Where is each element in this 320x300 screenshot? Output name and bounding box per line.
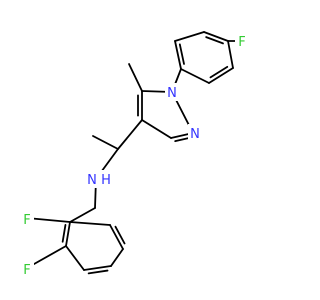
molecule-structure: F N N N H F F: [20, 31, 249, 278]
bond-b2-b3: [65, 245, 85, 271]
bond-a6-a1-double: [178, 43, 185, 65]
atom-f-bot2: F: [23, 263, 30, 278]
bond-a2-a3: [203, 31, 229, 42]
atom-n1: N: [167, 86, 177, 101]
bond-c5-ch3: [128, 63, 143, 92]
bond-a3-a4: [227, 40, 234, 69]
bond-b3-b4-double: [87, 269, 109, 275]
atom-f-bot1-bg: [20, 210, 34, 227]
bond-b1-b2-double: [61, 224, 67, 243]
molecule-svg: F N N N H F F: [20, 31, 249, 278]
bond-b1-fb1: [26, 217, 71, 223]
bond-b5-b6: [109, 224, 124, 250]
atom-f-top-bg: [235, 33, 249, 49]
atom-h: H: [101, 173, 111, 188]
bond-a4-a5: [208, 67, 234, 84]
atom-label-layer: F N N N H F F: [20, 33, 249, 278]
bond-c4-c1: [117, 119, 143, 150]
bond-a1-a2: [174, 31, 205, 42]
bond-c1-me: [92, 135, 119, 150]
atom-f-bot2-bg: [20, 260, 34, 277]
atom-n2-bg: [188, 124, 202, 142]
bond-b6-b1: [69, 221, 111, 226]
atom-n2: N: [190, 127, 200, 142]
atom-nh: N: [87, 173, 97, 188]
bond-a2-a3-double: [205, 36, 224, 45]
bond-b4-b5: [110, 248, 124, 267]
bond-a6-a1: [174, 40, 182, 70]
atom-f-bot1: F: [23, 213, 30, 228]
bond-b5-b6-double: [114, 225, 126, 245]
atom-nh-bg: [86, 170, 112, 188]
bond-b3-b4: [83, 265, 112, 271]
bond-a4-a5-double: [209, 65, 229, 79]
atom-n1-bg: [165, 83, 179, 101]
bond-a5-a6: [180, 68, 210, 84]
bond-layer: [26, 31, 243, 275]
bond-b1-b2: [65, 221, 71, 247]
atom-f-top: F: [238, 35, 245, 50]
bond-c4-c3: [141, 119, 172, 139]
bond-ch2-b1: [69, 207, 96, 223]
